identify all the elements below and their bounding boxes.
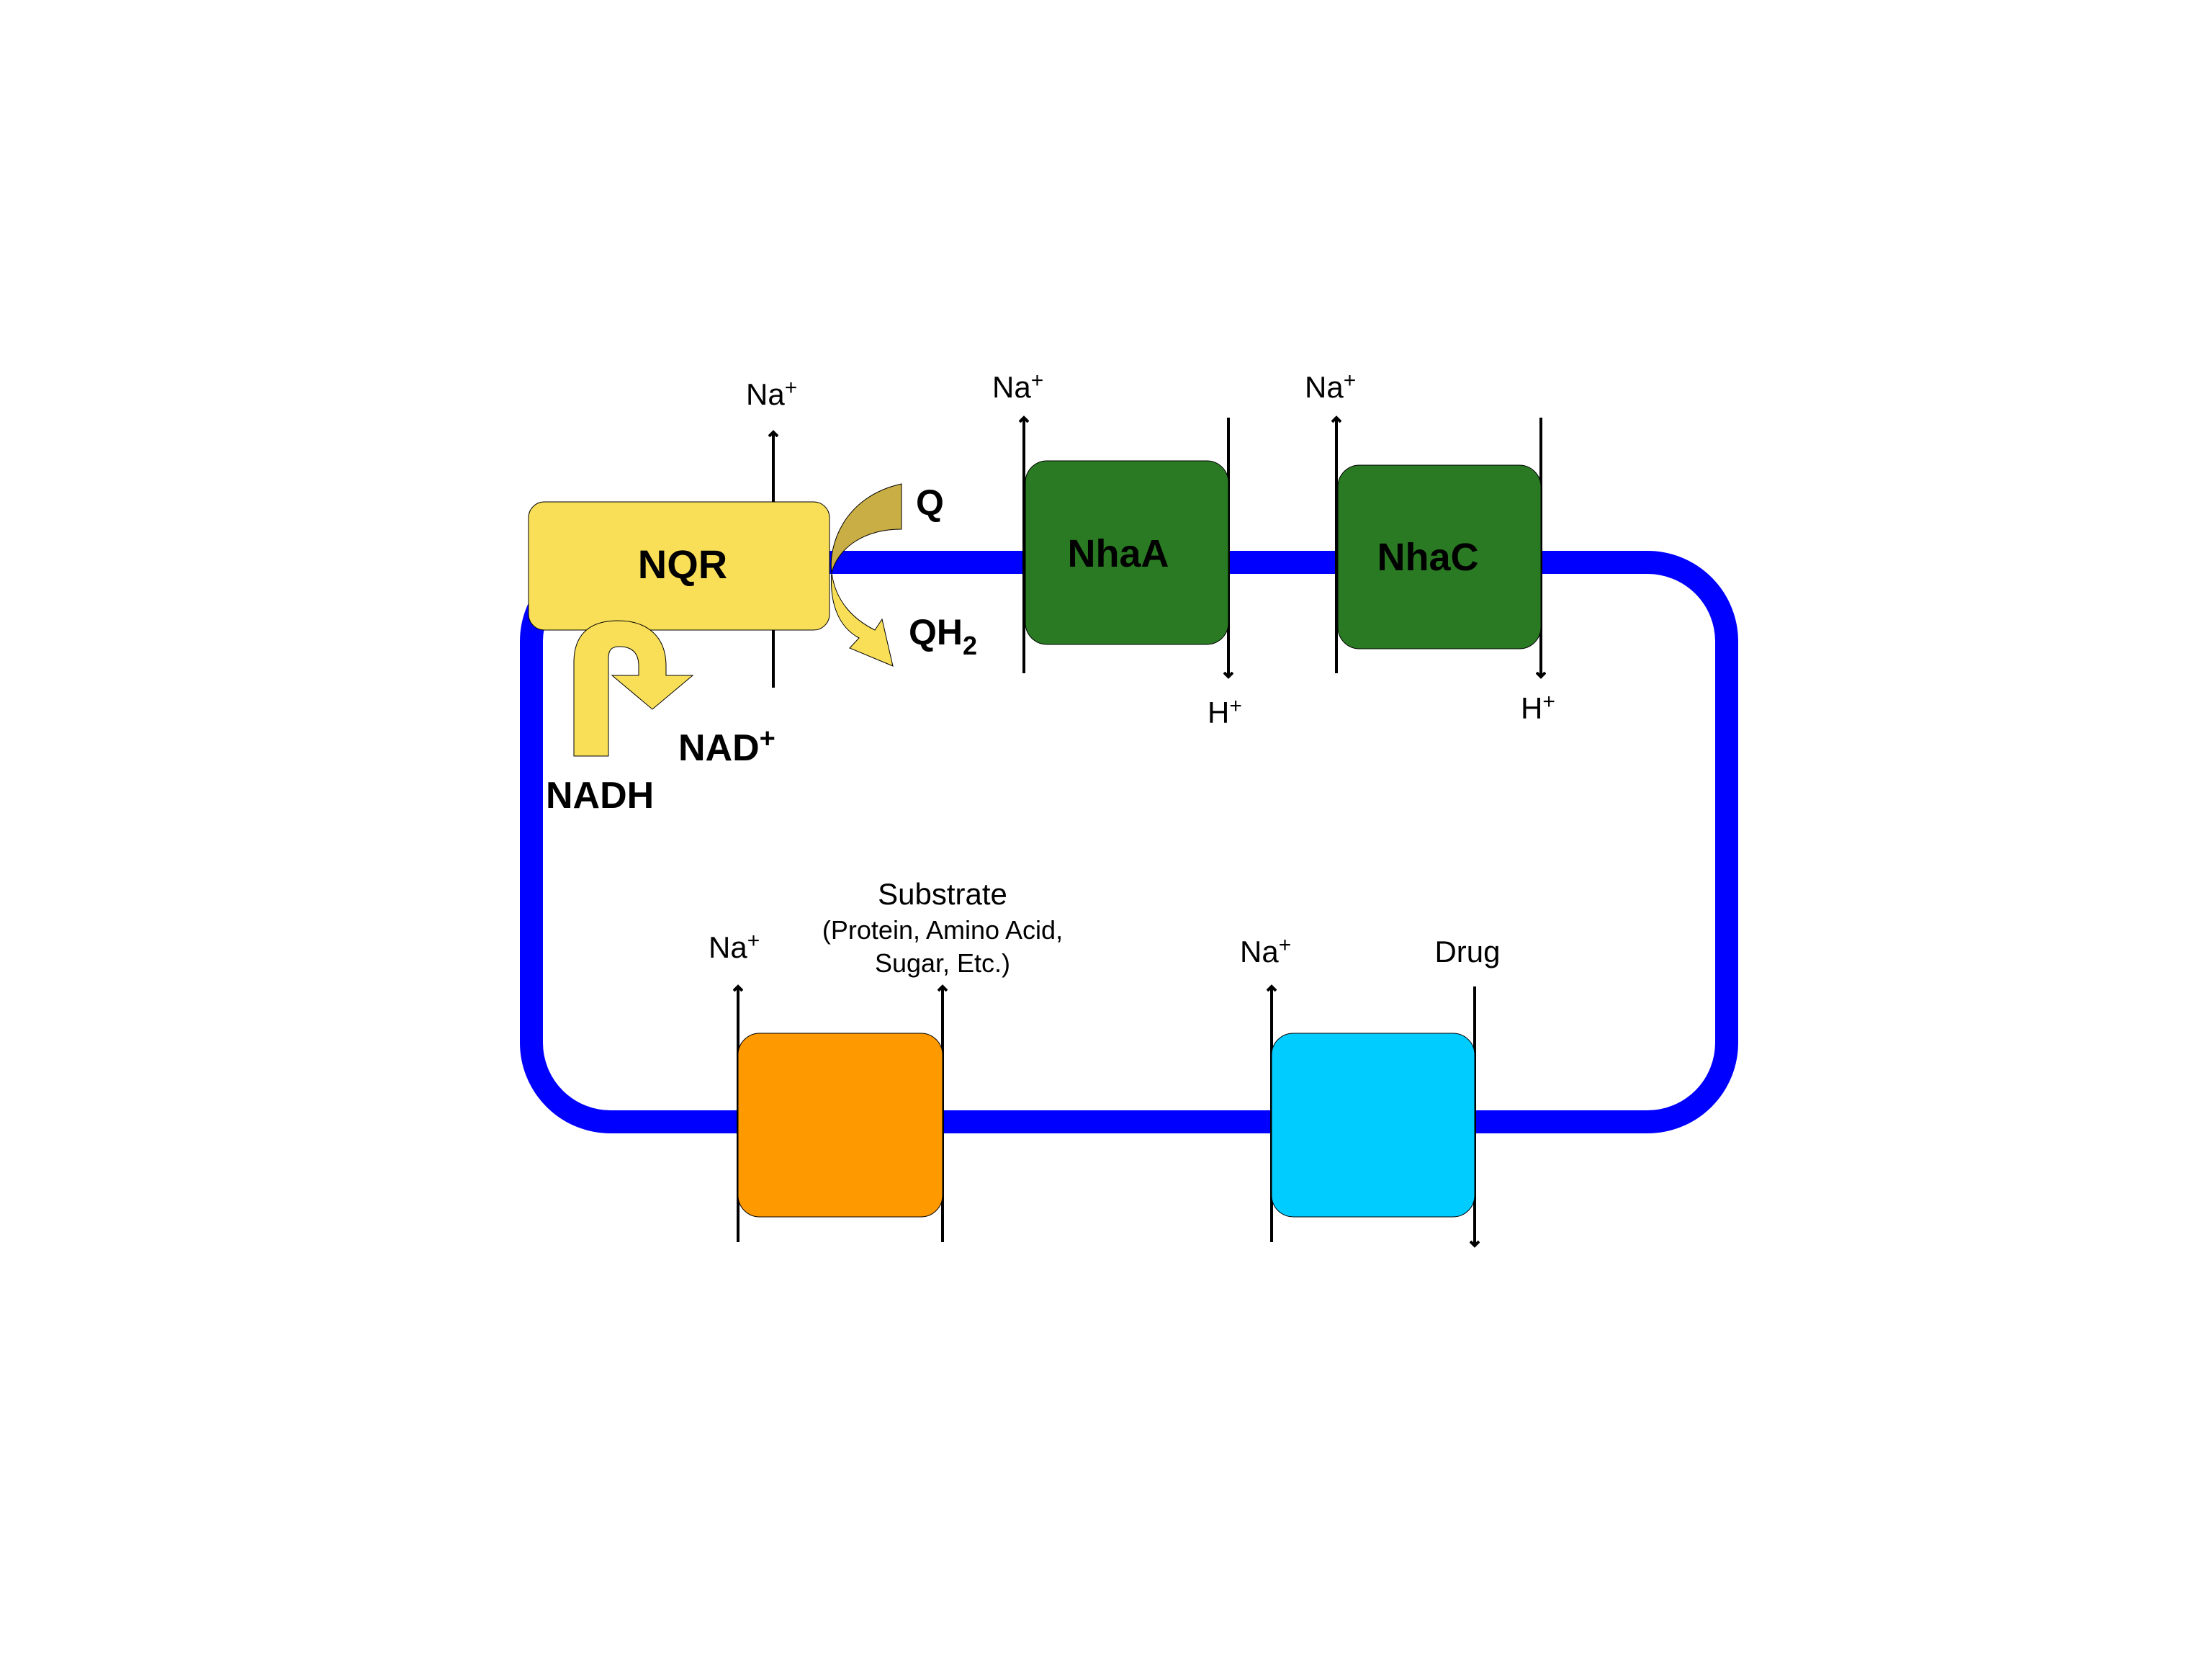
nhac-label: NhaC bbox=[1377, 536, 1478, 579]
drug-label: Drug bbox=[1434, 935, 1500, 968]
substrate-detail-line-2: Sugar, Etc.) bbox=[875, 948, 1010, 978]
nadh-label: NADH bbox=[546, 775, 654, 817]
nqr-na-label: Na+ bbox=[746, 376, 797, 411]
symporter-na-label: Na+ bbox=[709, 929, 760, 964]
nhac-h-label: H+ bbox=[1521, 690, 1555, 725]
diagram-labels: NQR NhaA NhaC Na+ Na+ Na+ H+ H+ Q QH2 NA… bbox=[546, 369, 1555, 978]
nhac-na-label: Na+ bbox=[1305, 369, 1356, 404]
substrate-symporter bbox=[737, 1033, 943, 1218]
nhaa-label: NhaA bbox=[1067, 532, 1169, 575]
nhaa-h-label: H+ bbox=[1208, 694, 1242, 729]
nhaa-na-label: Na+ bbox=[992, 369, 1043, 404]
nadh-oxidation-arrow bbox=[573, 620, 694, 757]
nhac-antiporter bbox=[1337, 464, 1542, 649]
quinol-label: QH2 bbox=[909, 612, 977, 660]
nad-label: NAD+ bbox=[678, 724, 775, 769]
drug-antiporter bbox=[1271, 1033, 1475, 1218]
substrate-detail-line-1: (Protein, Amino Acid, bbox=[822, 915, 1063, 945]
antiporter-na-label: Na+ bbox=[1240, 933, 1291, 968]
nqr-complex bbox=[528, 501, 830, 631]
cell-membrane bbox=[520, 551, 1738, 1133]
quinone-reduction-arrow bbox=[830, 483, 902, 667]
quinone-label: Q bbox=[916, 482, 944, 523]
nhaa-antiporter bbox=[1025, 460, 1229, 645]
nqr-label: NQR bbox=[638, 541, 727, 587]
substrate-label: Substrate bbox=[878, 877, 1007, 911]
